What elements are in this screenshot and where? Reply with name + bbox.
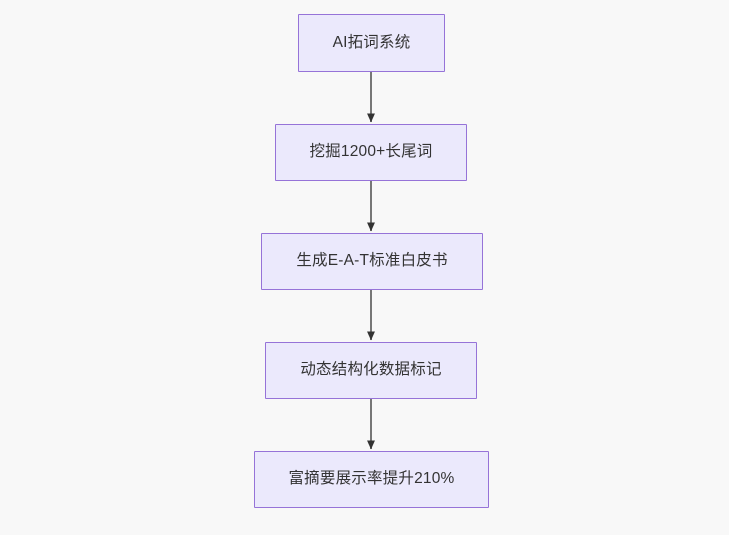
- flow-node-label: 挖掘1200+长尾词: [309, 143, 433, 161]
- flow-node-mine-longtail-keywords[interactable]: 挖掘1200+长尾词: [275, 124, 467, 181]
- flow-node-generate-eat-whitepaper[interactable]: 生成E-A-T标准白皮书: [261, 233, 483, 290]
- flow-node-label: 富摘要展示率提升210%: [288, 470, 455, 488]
- flow-node-ai-keyword-system[interactable]: AI拓词系统: [298, 14, 445, 72]
- flow-node-label: AI拓词系统: [332, 33, 411, 51]
- flow-node-label: 生成E-A-T标准白皮书: [296, 252, 448, 270]
- flow-node-label: 动态结构化数据标记: [300, 361, 442, 379]
- flow-node-dynamic-structured-data-markup[interactable]: 动态结构化数据标记: [265, 342, 477, 399]
- flow-node-rich-snippet-impression-lift[interactable]: 富摘要展示率提升210%: [254, 451, 489, 508]
